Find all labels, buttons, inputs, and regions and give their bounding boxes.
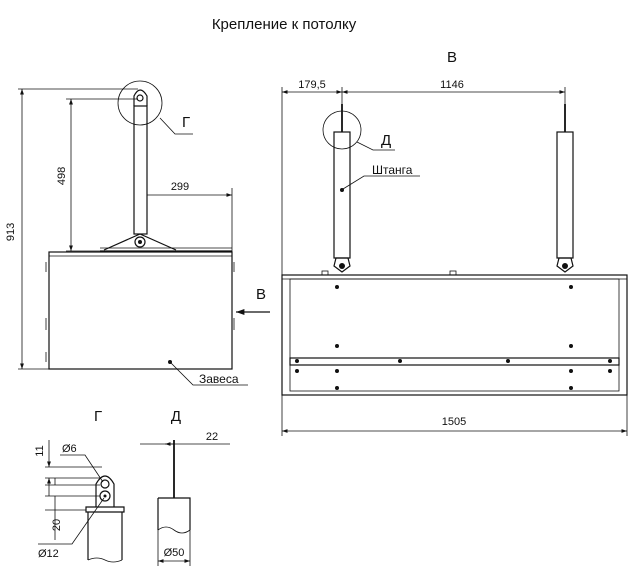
detail-d-circle bbox=[322, 110, 362, 150]
detail-g-ref-label: Г bbox=[182, 114, 190, 131]
dim-rod-offset: 299 bbox=[171, 181, 189, 193]
callout-rod: Штанга bbox=[372, 163, 413, 177]
front-body-screws bbox=[295, 285, 612, 390]
detail-d: Д 22 Ø50 bbox=[140, 408, 230, 566]
dim-detail-g-pipe: Ø12 bbox=[38, 548, 59, 560]
dim-rod-spacing: 1146 bbox=[440, 79, 464, 91]
dim-total-width: 1505 bbox=[442, 416, 466, 428]
detail-g-title: Г bbox=[94, 408, 102, 425]
detail-d-ref-label: Д bbox=[381, 132, 391, 149]
detail-g: Г 11 20 Ø6 Ø12 bbox=[34, 408, 125, 563]
view-b-arrow-label: В bbox=[256, 286, 266, 303]
dim-detail-g-lower: 20 bbox=[51, 519, 63, 531]
dim-detail-d-thread: 22 bbox=[206, 431, 218, 443]
dim-detail-d-pipe: Ø50 bbox=[164, 547, 185, 559]
detail-g-circle bbox=[117, 80, 163, 126]
dim-rod-height: 498 bbox=[56, 167, 68, 185]
front-curtain-body bbox=[281, 274, 628, 396]
dim-detail-g-hole: Ø6 bbox=[62, 443, 77, 455]
side-view: Г 913 498 299 В Завеса bbox=[5, 80, 270, 386]
front-rod-right bbox=[556, 131, 574, 259]
side-rod bbox=[133, 105, 148, 235]
front-rod-left bbox=[333, 131, 351, 259]
detail-d-title: Д bbox=[171, 408, 181, 425]
view-b-title: В bbox=[447, 49, 457, 66]
callout-curtain: Завеса bbox=[199, 372, 239, 386]
dim-total-height: 913 bbox=[5, 223, 17, 241]
side-curtain-body bbox=[48, 251, 233, 370]
dim-left-offset: 179,5 bbox=[298, 79, 326, 91]
front-view-b: В bbox=[281, 49, 628, 436]
drawing-title: Крепление к потолку bbox=[212, 16, 357, 33]
dim-detail-g-top: 11 bbox=[34, 445, 46, 456]
